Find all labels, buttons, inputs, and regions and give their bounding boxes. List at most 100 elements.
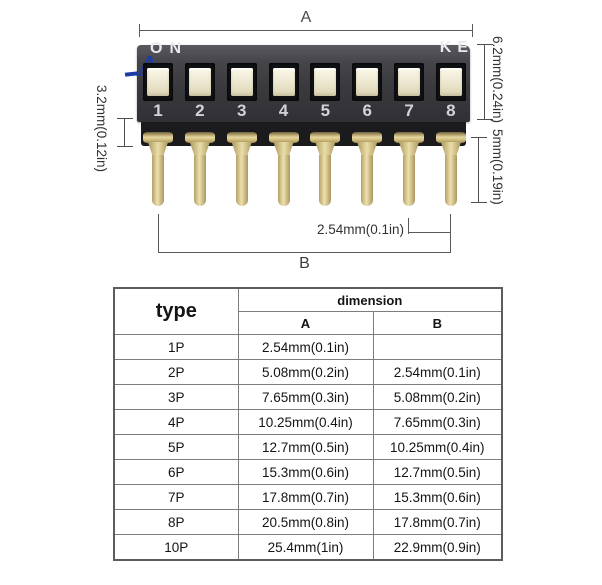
switch-unit: 4 [267,63,301,119]
pin-leg [361,154,374,206]
pin-leg [152,154,164,206]
gold-pin [308,132,342,206]
gold-pin [267,132,301,206]
td-type: 3P [113,384,239,410]
switch-number: 4 [278,101,289,120]
dim-label-pin-length: 5mm(0.19in) [490,129,505,205]
td-b: 22.9mm(0.9in) [372,534,503,561]
switch-slot [435,63,466,101]
col-header-a: A [237,311,374,335]
td-b [372,334,503,360]
pin-leg [403,154,416,206]
pin-cap [394,132,425,143]
pin-cap [435,132,466,143]
dim-label-a: A [300,9,312,26]
pin-cap [143,132,173,143]
switch-number: 6 [362,101,372,120]
td-a: 7.65mm(0.3in) [237,384,374,410]
col-header-type: type [113,287,239,335]
dim-bracket-pin-length [471,137,487,203]
pin-cap [184,132,215,143]
td-a: 17.8mm(0.7in) [237,484,374,510]
pin-neck [315,142,336,155]
switch-slot [352,63,383,101]
pin-leg [235,154,248,206]
switch-unit: 3 [225,63,259,119]
switch-actuator [398,68,421,96]
switch-actuator [439,68,462,96]
td-type: 2P [113,359,239,385]
switch-number: 2 [195,101,205,120]
td-a: 25.4mm(1in) [237,534,374,561]
pin-neck [357,142,378,155]
gold-pin [183,132,217,206]
pin-leg [193,154,206,206]
td-b: 10.25mm(0.4in) [372,434,503,460]
switch-slot [394,63,425,101]
pin-row [137,132,470,206]
pin-neck [440,142,462,155]
switch-slot [268,63,299,101]
td-type: 10P [113,534,239,561]
dim-line-pitch [408,218,451,234]
dim-label-pitch: 2.54mm(0.1in) [316,222,404,237]
pin-cap [226,132,257,143]
switch-slot [310,63,341,101]
switch-unit: 8 [434,63,468,119]
pin-leg [319,154,332,206]
switch-number: 3 [236,101,247,120]
switch-actuator [188,68,211,96]
switch-slot [226,63,257,101]
td-b: 2.54mm(0.1in) [372,359,503,385]
td-type: 8P [113,509,239,535]
td-type: 4P [113,409,239,435]
pin-cap [310,132,341,143]
switch-unit: 1 [141,63,175,119]
td-type: 1P [113,334,239,360]
pin-leg [277,154,290,206]
pin-neck [398,142,420,155]
pin-cap [352,132,383,143]
td-a: 10.25mm(0.4in) [237,409,374,435]
dim-bracket-body-height [477,44,493,120]
td-b: 12.7mm(0.5in) [372,459,503,485]
switch-actuator [356,68,379,96]
gold-pin [225,132,259,206]
td-a: 2.54mm(0.1in) [237,334,374,360]
switch-number: 1 [153,101,163,120]
td-a: 15.3mm(0.6in) [237,459,374,485]
on-label: ON [150,40,188,57]
pin-neck [189,142,210,155]
pin-leg [444,154,457,206]
brand-label: KE [439,39,474,56]
td-a: 12.7mm(0.5in) [237,434,374,460]
gold-pin [434,132,468,206]
pin-neck [231,142,252,155]
pin-cap [268,132,299,143]
dim-line-a [139,24,473,37]
td-a: 20.5mm(0.8in) [237,509,374,535]
dim-label-body-height: 6.2mm(0.24in) [490,36,505,124]
col-header-b: B [372,311,503,335]
td-b: 5.08mm(0.2in) [372,384,503,410]
switch-actuator [230,68,253,96]
switch-unit: 5 [308,63,342,119]
td-type: 6P [113,459,239,485]
td-b: 7.65mm(0.3in) [372,409,503,435]
switch-slot [184,63,215,101]
dim-bracket-seating-height [117,118,133,147]
switch-slot [143,63,173,101]
td-a: 5.08mm(0.2in) [237,359,374,385]
